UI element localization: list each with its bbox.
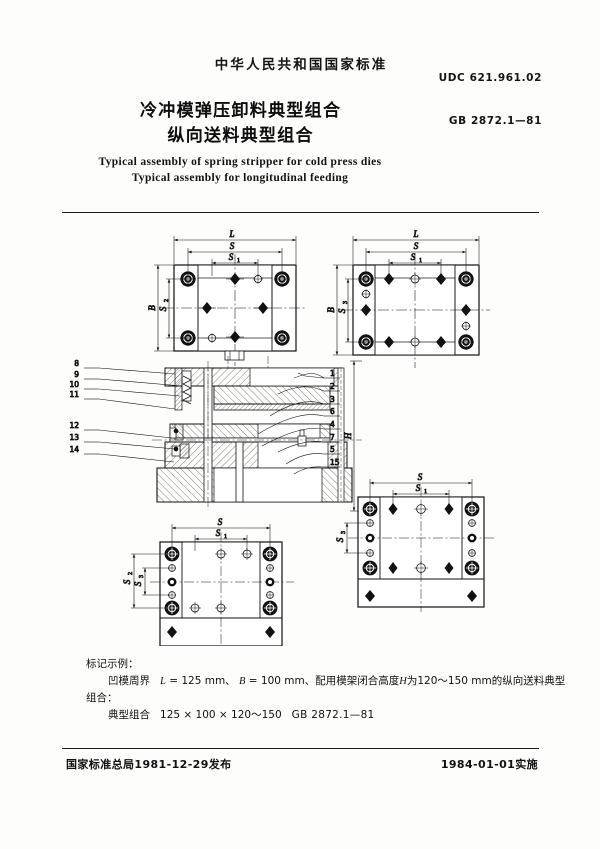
- dim-S3-upper-right: S: [337, 308, 347, 313]
- notes-line1-eq1: = 125 mm、: [169, 675, 236, 687]
- notes-line1-prefix: 凹模周界: [108, 675, 150, 687]
- notes-line3-code: GB 2872.1—81: [291, 709, 375, 721]
- callout-left-14: 14: [69, 445, 79, 454]
- dim-S-upper-left: S: [230, 241, 235, 251]
- issue-date-statement: 国家标准总局1981-12-29发布: [66, 758, 232, 771]
- document-title-line-2: 纵向送料典型组合: [167, 126, 314, 146]
- dim-S2-lower-left: S: [122, 579, 132, 584]
- callout-right-3: 3: [330, 395, 335, 404]
- dim-S-lower-right: S: [418, 472, 423, 482]
- footer-divider-rule: [62, 748, 539, 749]
- callout-right-4: 4: [330, 420, 335, 429]
- dim-S3-lower-left: S: [133, 581, 143, 586]
- notes-line1-eq2: = 100 mm、配用模架闭合高度: [248, 675, 400, 687]
- dim-S3-upper-right-sub: 3: [343, 301, 349, 304]
- dim-S3-lower-right-sub: 3: [341, 531, 347, 534]
- dim-B-upper-left: B: [147, 305, 157, 311]
- dim-S2-lower-left-sub: 2: [128, 572, 134, 575]
- dim-S3-lower-right: S: [335, 537, 345, 542]
- dim-S-upper-right: S: [414, 241, 419, 251]
- lower-right-plan-view: S S 1 S 3: [335, 472, 496, 612]
- symbol-H: H: [399, 676, 407, 687]
- dim-S1-upper-right: S: [411, 252, 416, 262]
- symbol-B: B: [239, 676, 246, 687]
- dim-L-upper-left: L: [228, 229, 234, 239]
- callout-right-5: 5: [330, 445, 335, 454]
- effective-date-statement: 1984-01-01实施: [440, 758, 538, 771]
- dim-S2-upper-left-sub: 2: [164, 299, 170, 302]
- udc-classification-code: UDC 621.961.02: [438, 72, 542, 84]
- header-divider-rule: [62, 212, 539, 213]
- dim-L-upper-right: L: [412, 229, 418, 239]
- notes-line-2: 组合：: [86, 692, 118, 704]
- callout-left-12: 12: [69, 421, 79, 430]
- notes-line3-value: 125 × 100 × 120～150: [160, 709, 282, 721]
- dim-S1-lower-left: S: [216, 528, 221, 538]
- notes-heading: 标记示例：: [86, 658, 139, 670]
- dim-S3-lower-left-sub: 3: [139, 575, 145, 578]
- callout-left-11: 11: [69, 390, 79, 399]
- callout-right-7: 7: [330, 433, 335, 442]
- dim-S1-upper-left-sub: 1: [237, 258, 240, 264]
- dim-S1-upper-left: S: [229, 252, 234, 262]
- dim-B-upper-right: B: [326, 307, 336, 313]
- marking-example-notes: 标记示例： 凹模周界 L = 125 mm、 B = 100 mm、配用模架闭合…: [86, 656, 565, 724]
- technical-drawing-area: L S S 1 B: [62, 216, 539, 646]
- callout-right-1: 1: [330, 369, 335, 378]
- english-title-line-2: Typical assembly for longitudinal feedin…: [131, 172, 349, 184]
- notes-line1-tail: 为120～150 mm的纵向送料典型: [406, 675, 566, 687]
- dim-S1-upper-right-sub: 1: [419, 258, 422, 264]
- dim-S1-lower-left-sub: 1: [224, 534, 227, 540]
- callout-right-6: 6: [330, 407, 335, 416]
- dim-S2-upper-left: S: [158, 306, 168, 311]
- lower-left-plan-view: S S 1 S 3 S 2: [122, 517, 294, 646]
- notes-line-1: 凹模周界 L = 125 mm、 B = 100 mm、配用模架闭合高度H为12…: [86, 673, 565, 690]
- callout-left-8: 8: [74, 359, 79, 368]
- callout-left-10: 10: [69, 380, 79, 389]
- standard-number: GB 2872.1—81: [448, 115, 542, 127]
- notes-line3-label: 典型组合: [108, 709, 150, 721]
- notes-line-3: 典型组合 125 × 100 × 120～150 GB 2872.1—81: [86, 707, 536, 724]
- english-title-line-1: Typical assembly of spring stripper for …: [98, 156, 382, 168]
- callout-left-9: 9: [74, 370, 79, 379]
- upper-left-plan-view: L S S 1 B: [147, 229, 307, 366]
- dim-H-section: H: [343, 432, 353, 440]
- dim-S-lower-left: S: [218, 517, 223, 527]
- document-title-line-1: 冷冲模弹压卸料典型组合: [139, 101, 342, 121]
- callout-right-15: 15: [330, 458, 340, 467]
- dim-S1-lower-right: S: [416, 483, 421, 493]
- symbol-L: L: [160, 676, 166, 687]
- national-standard-heading: 中华人民共和国国家标准: [214, 57, 388, 73]
- callout-left-13: 13: [69, 433, 79, 442]
- callout-right-2: 2: [330, 382, 335, 391]
- upper-right-plan-view: L S S 1 B S: [326, 229, 490, 368]
- dim-S1-lower-right-sub: 1: [424, 489, 427, 495]
- central-section-view: 8 9 10 11 12 13 14: [69, 356, 362, 512]
